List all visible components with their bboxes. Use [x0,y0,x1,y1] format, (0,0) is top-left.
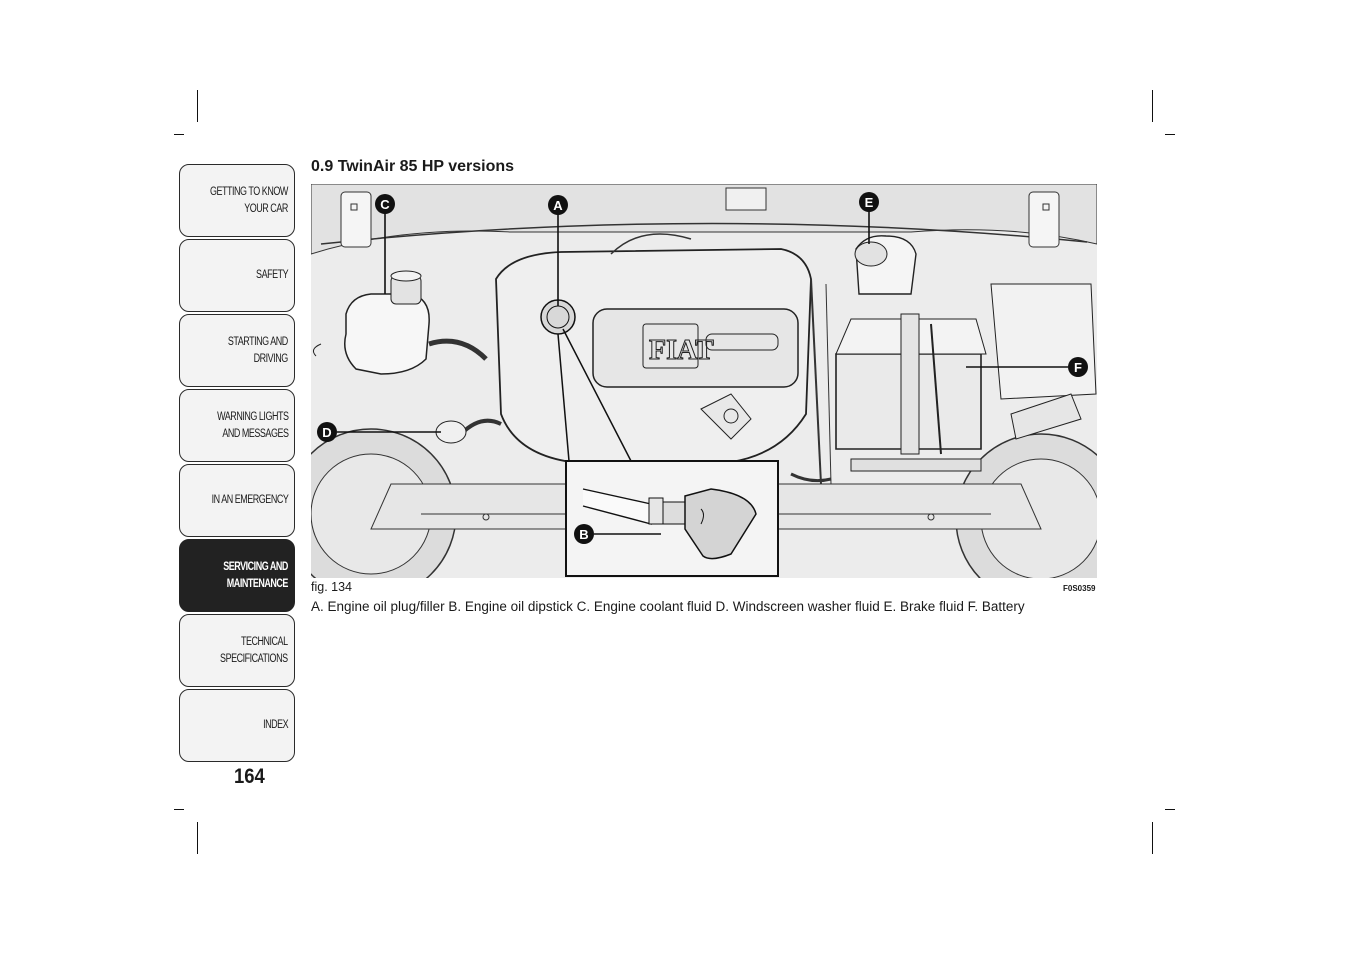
callout-f-label: F [1074,360,1082,375]
tab-label: TECHNICAL SPECIFICATIONS [220,635,288,665]
tab-label: IN AN EMERGENCY [211,494,288,506]
crop-mark [197,822,198,854]
figure-caption: A. Engine oil plug/filler B. Engine oil … [311,599,1025,614]
crop-mark [1152,90,1153,122]
callout-c-label: C [380,197,390,212]
crop-mark [1165,809,1175,810]
tab-index[interactable]: INDEX [179,689,295,762]
tab-label: GETTING TO KNOW YOUR CAR [210,185,288,215]
crop-mark [174,809,184,810]
callout-f: F [1068,357,1088,377]
tab-emergency[interactable]: IN AN EMERGENCY [179,464,295,537]
callout-a-label: A [553,198,563,213]
callout-b: B [574,524,594,544]
callout-d: D [317,422,337,442]
tab-label: WARNING LIGHTS AND MESSAGES [216,410,289,440]
callout-a: A [548,195,568,215]
crop-mark [174,134,184,135]
tab-label: SAFETY [255,269,289,281]
crop-mark [197,90,198,122]
callout-e-label: E [865,195,874,210]
callout-d-label: D [322,425,331,440]
tab-warning-lights[interactable]: WARNING LIGHTS AND MESSAGES [179,389,295,462]
engine-bay-drawing: FIAT [311,184,1097,578]
tab-label: STARTING AND DRIVING [228,335,288,365]
callout-e: E [859,192,879,212]
tab-starting-driving[interactable]: STARTING AND DRIVING [179,314,295,387]
tab-getting-to-know[interactable]: GETTING TO KNOW YOUR CAR [179,164,295,237]
tab-servicing-maintenance[interactable]: SERVICING AND MAINTENANCE [179,539,295,612]
page-number: 164 [234,765,265,788]
callout-c: C [375,194,395,214]
section-title: 0.9 TwinAir 85 HP versions [311,158,515,175]
tab-technical-specifications[interactable]: TECHNICAL SPECIFICATIONS [179,614,295,687]
crop-mark [1152,822,1153,854]
tab-safety[interactable]: SAFETY [179,239,295,312]
crop-mark [1165,134,1175,135]
engine-bay-illustration: FIAT [311,184,1097,578]
tab-label: SERVICING AND MAINTENANCE [223,560,288,590]
figure-label: fig. 134 [311,580,353,594]
figure-code: F0S0359 [1063,584,1096,593]
fiat-logo: FIAT [649,335,714,366]
callout-b-label: B [579,527,588,542]
tab-label: INDEX [262,719,289,731]
